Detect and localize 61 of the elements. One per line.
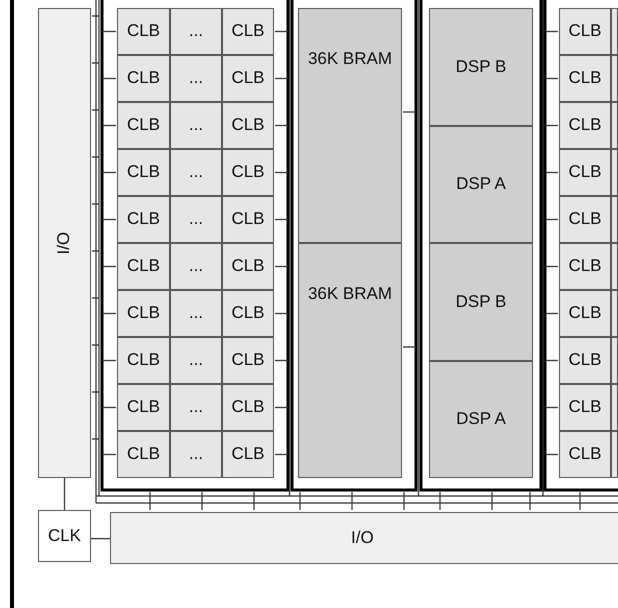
ellipsis-block: ... — [170, 337, 222, 384]
ellipsis-block: ... — [170, 196, 222, 243]
dsp-block: DSP A — [429, 126, 533, 243]
clb-block: CLB — [559, 337, 611, 384]
clb-block: CLB — [222, 55, 274, 102]
clb-block: CLB — [222, 384, 274, 431]
dsp-block: DSP A — [429, 360, 533, 478]
io-block: I/O — [110, 512, 618, 564]
clb-block: CLB — [222, 102, 274, 149]
ellipsis-block: ... — [170, 149, 222, 196]
ellipsis-block: ... — [170, 243, 222, 290]
partial-block — [611, 290, 618, 337]
bram-block: 36K BRAM — [298, 8, 402, 243]
dsp-block: DSP B — [429, 243, 533, 360]
clb-block: CLB — [559, 55, 611, 102]
clb-block: CLB — [117, 384, 170, 431]
partial-block — [611, 55, 618, 102]
clb-block: CLB — [222, 431, 274, 478]
connector-line — [91, 538, 110, 540]
bram-block: 36K BRAM — [298, 243, 402, 478]
partial-block — [611, 196, 618, 243]
ellipsis-block: ... — [170, 384, 222, 431]
clb-block: CLB — [117, 431, 170, 478]
ellipsis-block: ... — [170, 102, 222, 149]
clb-block: CLB — [117, 8, 170, 55]
clb-block: CLB — [222, 196, 274, 243]
clb-block: CLB — [559, 196, 611, 243]
clb-block: CLB — [559, 8, 611, 55]
clb-block: CLB — [117, 102, 170, 149]
clb-block: CLB — [222, 8, 274, 55]
partial-block — [611, 384, 618, 431]
ellipsis-block: ... — [170, 290, 222, 337]
clb-block: CLB — [117, 290, 170, 337]
partial-block — [611, 431, 618, 478]
clb-block: CLB — [222, 149, 274, 196]
clb-block: CLB — [222, 290, 274, 337]
ellipsis-block: ... — [170, 55, 222, 102]
partial-block — [611, 243, 618, 290]
clock-block: CLK — [38, 510, 91, 562]
clb-block: CLB — [117, 243, 170, 290]
clb-block: CLB — [117, 149, 170, 196]
clb-block: CLB — [559, 290, 611, 337]
clb-block: CLB — [559, 431, 611, 478]
clb-block: CLB — [222, 243, 274, 290]
connector-line — [64, 478, 66, 510]
clb-block: CLB — [117, 196, 170, 243]
partial-block — [611, 337, 618, 384]
dsp-block: DSP B — [429, 8, 533, 126]
partial-block — [611, 149, 618, 196]
partial-block — [611, 102, 618, 149]
clb-block: CLB — [117, 337, 170, 384]
clb-block: CLB — [117, 55, 170, 102]
ellipsis-block: ... — [170, 431, 222, 478]
partial-block — [611, 8, 618, 55]
io-block: I/O — [38, 8, 91, 478]
clb-block: CLB — [559, 243, 611, 290]
clb-block: CLB — [559, 384, 611, 431]
clb-block: CLB — [559, 149, 611, 196]
clb-block: CLB — [222, 337, 274, 384]
ellipsis-block: ... — [170, 8, 222, 55]
clb-block: CLB — [559, 102, 611, 149]
